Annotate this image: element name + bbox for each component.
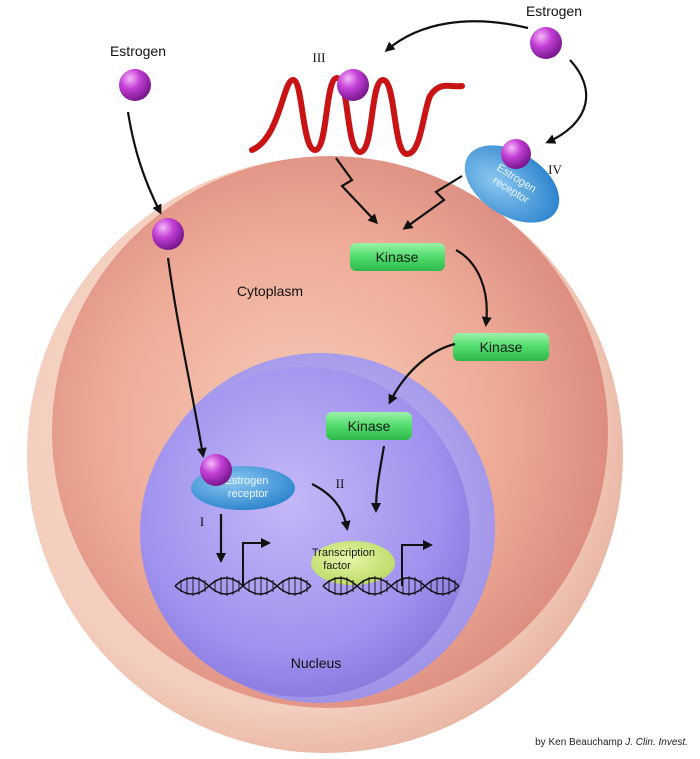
- estrogen-label-top-left: Estrogen: [110, 43, 166, 59]
- arrow-estrogen-to-gpcr: [384, 20, 529, 52]
- kinase-box-2: [453, 333, 549, 361]
- estrogen-molecule-gpcr: [337, 69, 369, 101]
- kinase-label-1: Kinase: [376, 249, 419, 265]
- cytoplasm-label: Cytoplasm: [237, 283, 303, 299]
- kinase-box-3: [326, 412, 412, 440]
- membrane-receptor-protein: [249, 74, 465, 158]
- image-credit: by Ken Beauchamp J. Clin. Invest.: [535, 737, 688, 748]
- arrow-estrogen-to-membrane-receptor: [545, 59, 588, 144]
- estrogen-molecule-membrane-receptor: [501, 139, 531, 169]
- arrow-estrogen-entering-cell: [126, 111, 162, 215]
- estrogen-label-top-right: Estrogen: [526, 3, 582, 19]
- arrow-kinase-1-to-2: [455, 249, 492, 327]
- transcription-start-right: [401, 540, 433, 586]
- nuclear-receptor-line-2: receptor: [228, 488, 269, 500]
- arrow-kinase-3-to-transcription-factor: [371, 445, 386, 513]
- pathway-label-ii: II: [336, 476, 345, 491]
- pathway-label-i: I: [200, 514, 204, 529]
- transcription-factor-line-1: Transcription: [312, 547, 375, 559]
- pathway-label-iv: IV: [548, 162, 562, 177]
- credit-author: by Ken Beauchamp: [535, 737, 623, 748]
- transcription-start-left: [242, 538, 271, 586]
- transcription-factor-line-2: factor: [323, 560, 351, 572]
- signal-arrow-gpcr-to-kinase: [335, 157, 379, 225]
- estrogen-molecule-top-right: [530, 27, 562, 59]
- dna-helix-right: [322, 576, 460, 596]
- estrogen-molecule-nuclear-receptor: [200, 454, 232, 486]
- estrogen-molecule-cytoplasm: [152, 218, 184, 250]
- kinase-box-1: [350, 243, 445, 271]
- pathway-label-iii: III: [313, 50, 326, 65]
- signal-arrow-receptor-to-kinase: [402, 175, 463, 230]
- nucleus-label: Nucleus: [291, 655, 342, 671]
- kinase-label-2: Kinase: [480, 339, 523, 355]
- membrane-estrogen-receptor: [464, 145, 560, 223]
- transcription-factor-label: Transcription factor: [312, 547, 378, 572]
- arrow-receptor-to-transcription-factor: [311, 483, 351, 531]
- credit-journal: J. Clin. Invest.: [625, 737, 688, 748]
- arrow-kinase-2-to-3: [388, 342, 456, 405]
- estrogen-molecule-top-left: [119, 69, 151, 101]
- transcription-factor: [311, 541, 395, 585]
- nuclear-receptor-label: Estrogen receptor: [224, 475, 271, 500]
- arrow-estrogen-to-nucleus: [166, 257, 207, 458]
- kinase-label-3: Kinase: [348, 418, 391, 434]
- nuclear-receptor-line-1: Estrogen: [224, 475, 268, 487]
- nucleus: [140, 367, 470, 697]
